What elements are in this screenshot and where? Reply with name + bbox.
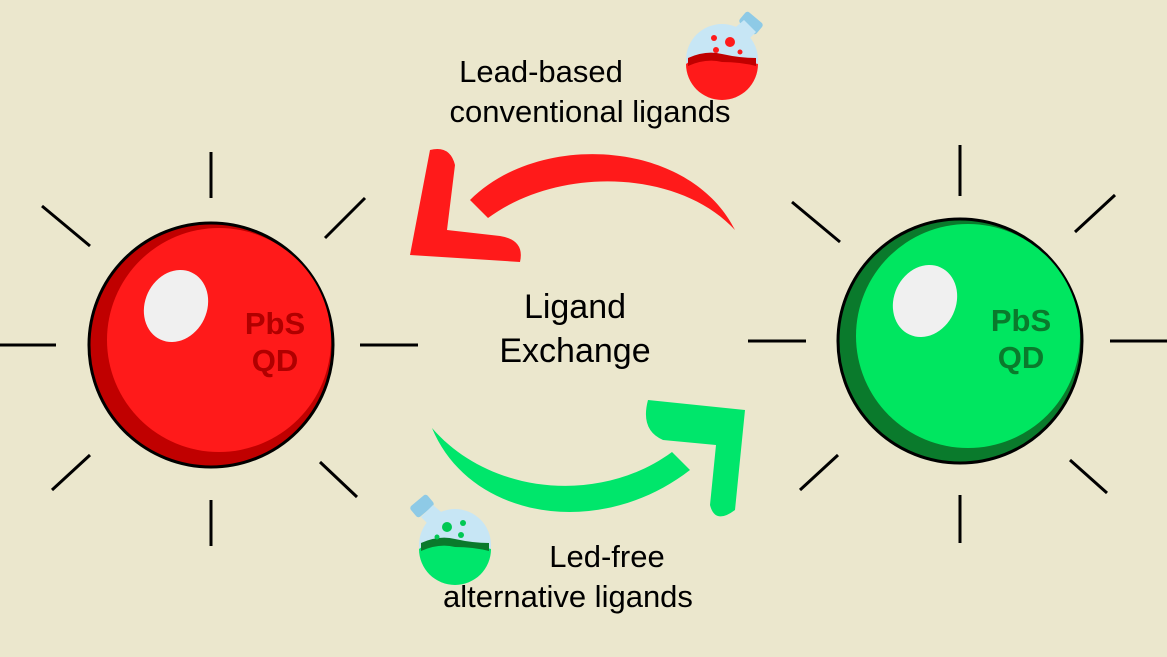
top-label-line1: Lead-based bbox=[459, 54, 623, 89]
red-arrow bbox=[410, 149, 735, 262]
green-qd-label: PbS QD bbox=[976, 302, 1066, 376]
top-label-line2: conventional ligands bbox=[449, 94, 731, 130]
flask-green-icon bbox=[410, 494, 491, 585]
green-qd-label-line2: QD bbox=[997, 340, 1045, 376]
flask-red-icon bbox=[686, 11, 763, 100]
green-qd-rays bbox=[748, 145, 1167, 543]
green-quantum-dot bbox=[836, 217, 1084, 465]
center-label-line1: Ligand bbox=[523, 288, 627, 326]
green-qd-label-line1: PbS bbox=[990, 303, 1052, 338]
green-qd-highlight bbox=[892, 264, 958, 338]
red-qd-highlight bbox=[143, 269, 209, 343]
lead-free-ligands-label: Led-free alternative ligands bbox=[408, 537, 728, 618]
center-label-line2: Exchange bbox=[499, 331, 651, 370]
red-qd-label-line1: PbS bbox=[244, 306, 306, 341]
ligand-exchange-label: Ligand Exchange bbox=[435, 286, 715, 373]
green-arrow bbox=[432, 400, 745, 517]
bottom-label-line1: Led-free bbox=[549, 539, 665, 574]
lead-based-ligands-label: Lead-based conventional ligands bbox=[405, 52, 775, 133]
bottom-label-line2: alternative ligands bbox=[443, 579, 693, 615]
red-quantum-dot bbox=[87, 221, 335, 469]
red-qd-rays bbox=[0, 152, 418, 546]
red-qd-label: PbS QD bbox=[230, 305, 320, 379]
red-qd-label-line2: QD bbox=[251, 343, 299, 379]
